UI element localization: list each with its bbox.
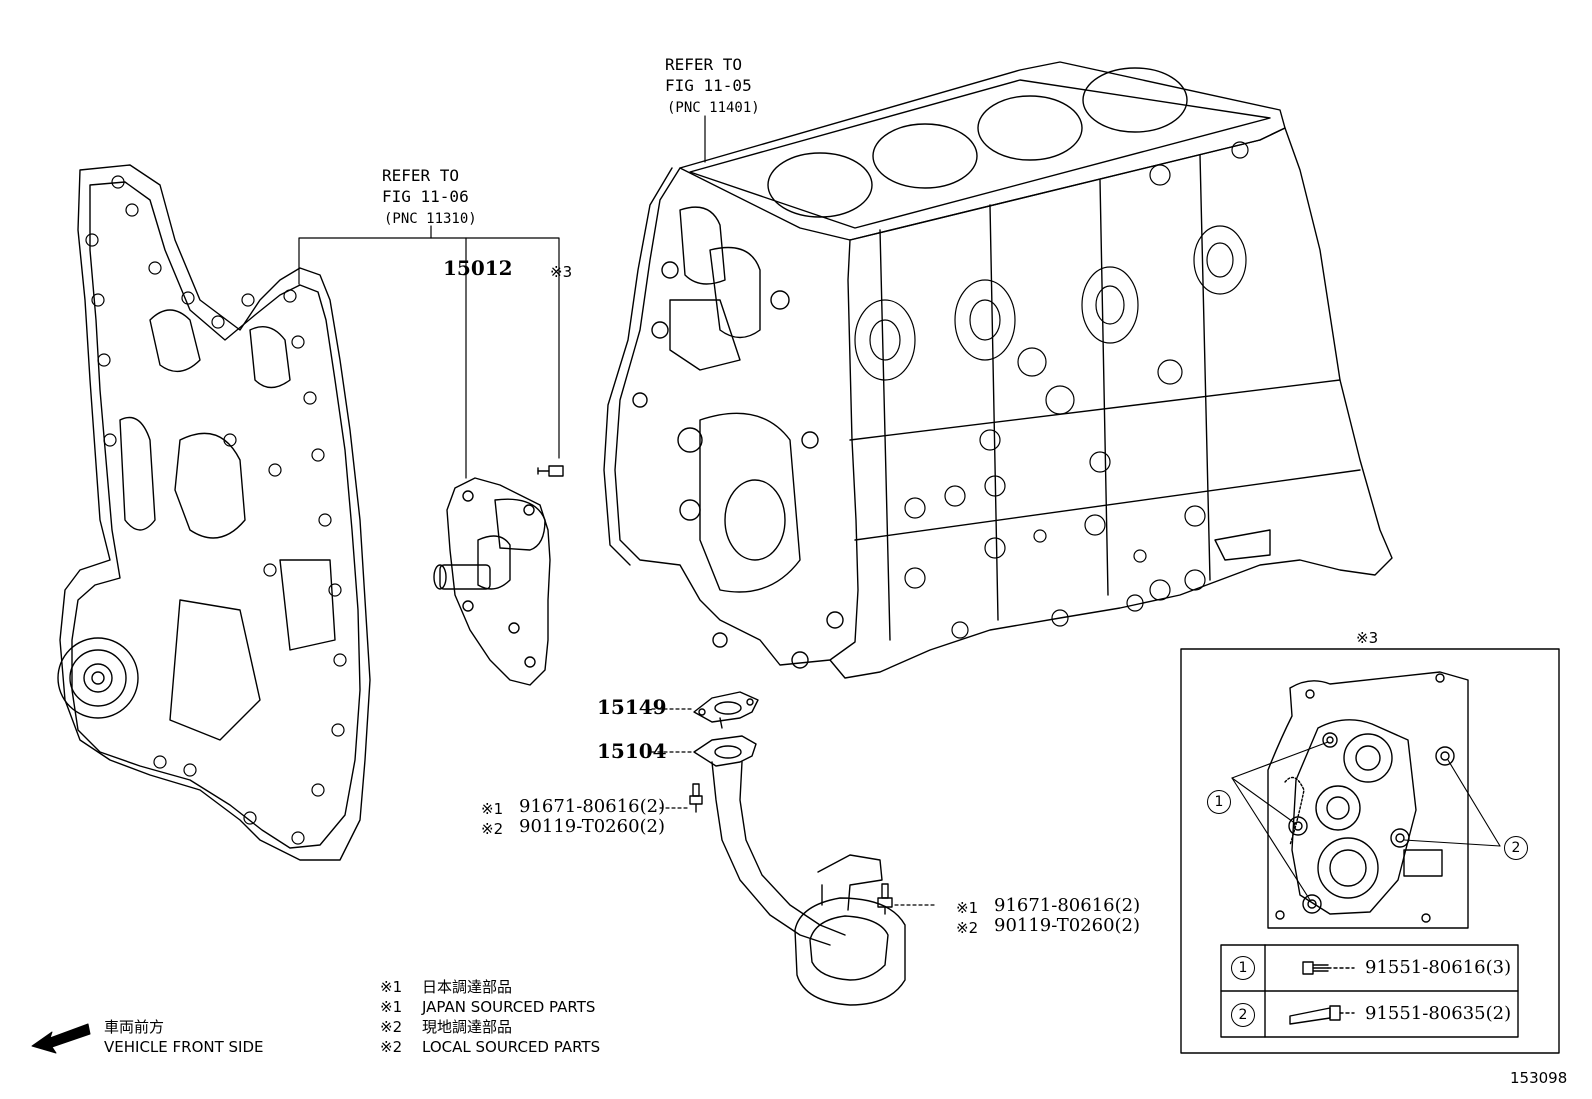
bolt-a-mark-2: ※2 xyxy=(481,820,504,838)
vehicle-front-jp: 車両前方 xyxy=(104,1018,165,1036)
legend-mark-2-en: ※2 xyxy=(380,1038,403,1056)
refer-fig-11-05-line1: REFER TO xyxy=(665,55,743,74)
inset-table-row-2-part[interactable]: 91551-80635(2) xyxy=(1365,1003,1512,1024)
cylinder-block-drawing xyxy=(603,61,1393,679)
bolt-a-part-2[interactable]: 90119-T0260(2) xyxy=(519,816,666,837)
legend-text-2-en: LOCAL SOURCED PARTS xyxy=(422,1038,601,1056)
refer-fig-11-05-line3: (PNC 11401) xyxy=(667,100,760,116)
part-number-15149[interactable]: 15149 xyxy=(597,695,667,719)
leader-lines-refer-b xyxy=(298,225,560,479)
refer-fig-11-05-line2: FIG 11-05 xyxy=(665,76,752,95)
inset-table-row-2-num: 2 xyxy=(1231,1003,1255,1027)
legend-text-2-jp: 現地調達部品 xyxy=(422,1018,513,1036)
refer-fig-11-06-line2: FIG 11-06 xyxy=(382,187,469,206)
bolt-b-part-1[interactable]: 91671-80616(2) xyxy=(994,895,1141,916)
water-pump-drawing xyxy=(433,465,564,686)
note-mark-3: ※3 xyxy=(550,263,573,281)
bolt-b-mark-1: ※1 xyxy=(956,899,979,917)
legend-text-1-jp: 日本調達部品 xyxy=(422,978,513,996)
refer-fig-11-06-line1: REFER TO xyxy=(382,166,460,185)
inset-table-row-1-num: 1 xyxy=(1231,956,1255,980)
timing-cover-drawing xyxy=(57,164,371,861)
oil-strainer-drawing xyxy=(693,735,906,1006)
vehicle-front-en: VEHICLE FRONT SIDE xyxy=(104,1038,264,1056)
figure-id: 153098 xyxy=(1510,1069,1568,1087)
legend-mark-1-jp: ※1 xyxy=(380,978,403,996)
legend-text-1-en: JAPAN SOURCED PARTS xyxy=(422,998,596,1016)
inset-box xyxy=(1180,648,1560,1054)
bolt-b-drawing xyxy=(877,883,893,915)
legend-mark-2-jp: ※2 xyxy=(380,1018,403,1036)
part-number-15104[interactable]: 15104 xyxy=(597,739,667,763)
inset-callout-1: 1 xyxy=(1207,790,1231,814)
refer-fig-11-06-line3: (PNC 11310) xyxy=(384,211,477,227)
bolt-b-part-2[interactable]: 90119-T0260(2) xyxy=(994,915,1141,936)
gasket-15149-drawing xyxy=(693,691,759,729)
vehicle-front-arrow-icon xyxy=(31,1023,91,1054)
bolt-a-mark-1: ※1 xyxy=(481,800,504,818)
inset-table-row-1-part[interactable]: 91551-80616(3) xyxy=(1365,957,1512,978)
legend-mark-1-en: ※1 xyxy=(380,998,403,1016)
bolt-a-part-1[interactable]: 91671-80616(2) xyxy=(519,796,666,817)
bolt-b-mark-2: ※2 xyxy=(956,919,979,937)
part-number-15012[interactable]: 15012 xyxy=(443,256,513,280)
inset-callout-2: 2 xyxy=(1504,836,1528,860)
inset-note-mark-3: ※3 xyxy=(1356,629,1379,647)
bolt-a-drawing xyxy=(689,783,703,813)
